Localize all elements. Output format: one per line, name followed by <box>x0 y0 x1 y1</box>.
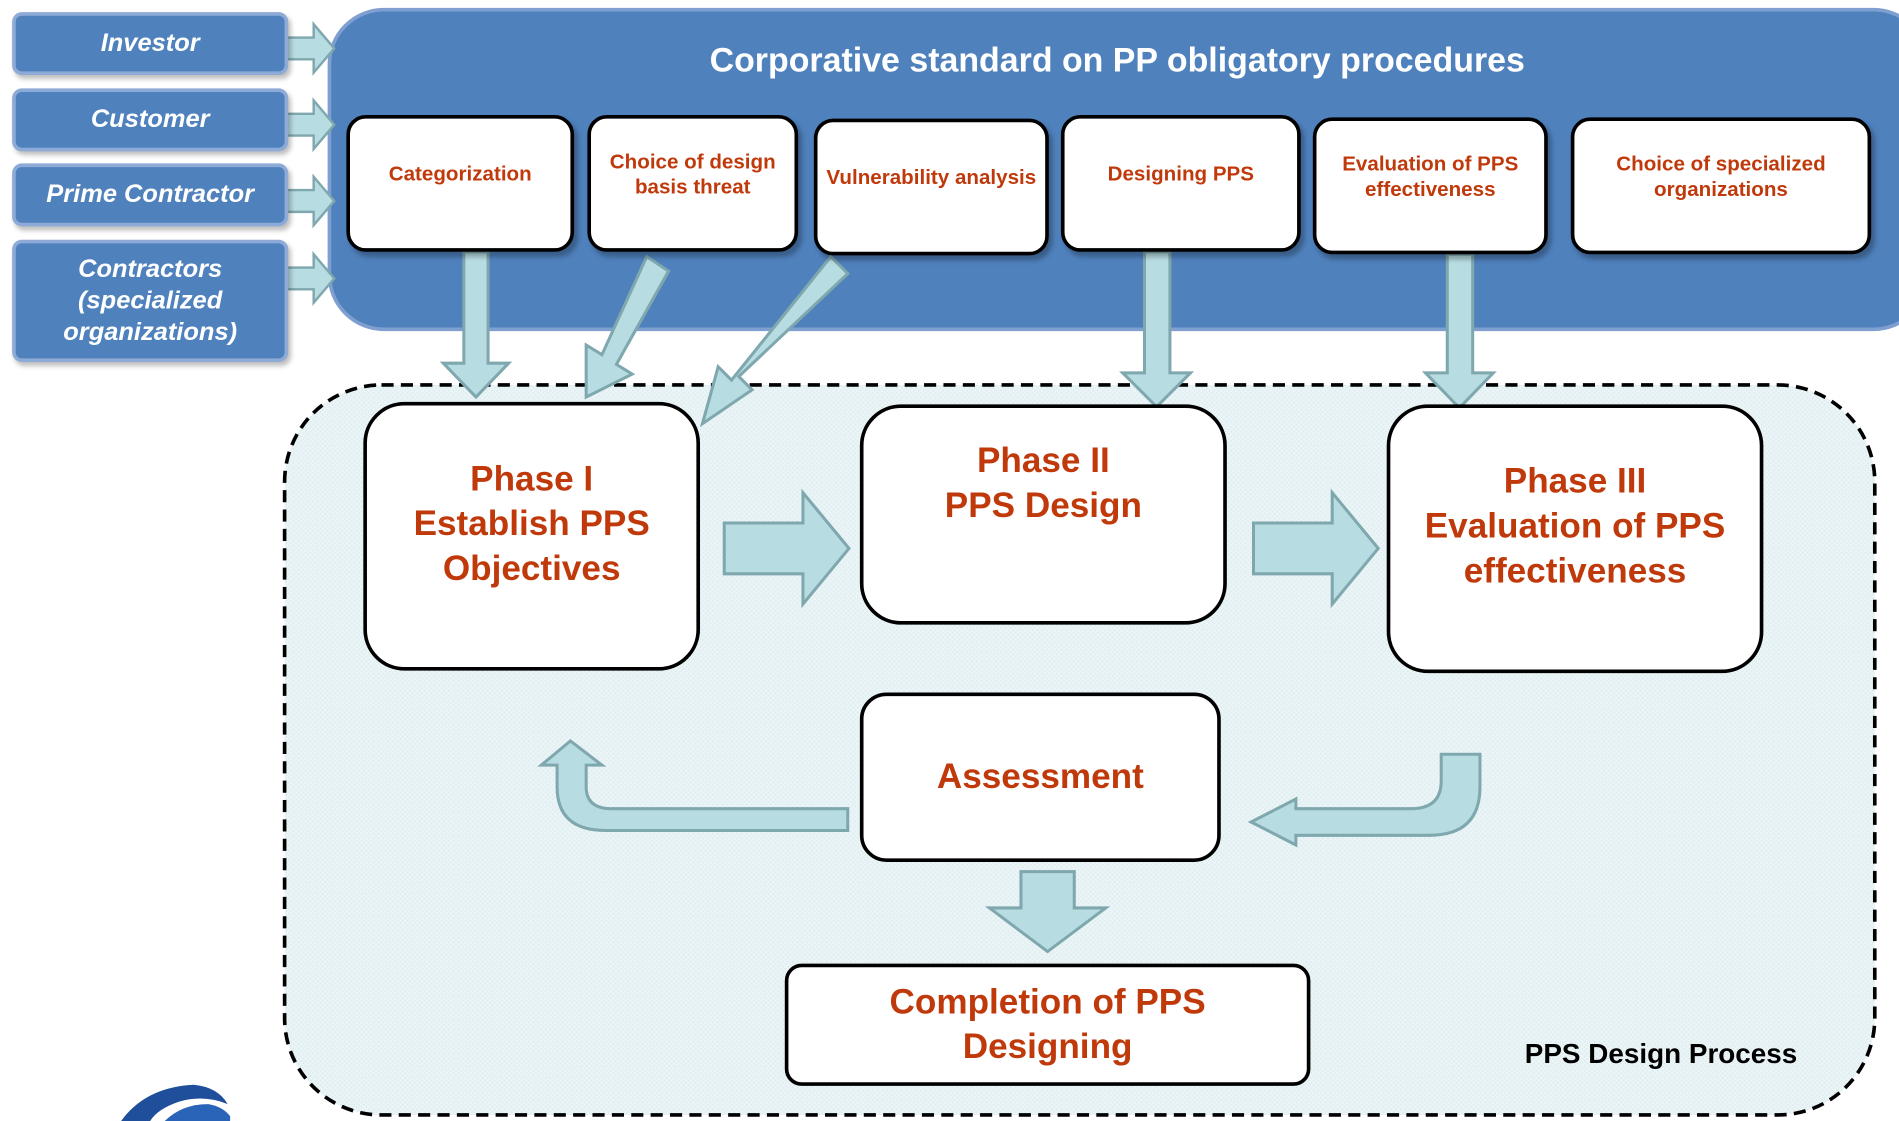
assessment-label: Assessment <box>936 757 1144 796</box>
stakeholder-arrow-customer <box>285 97 336 153</box>
stakeholder-prime-contractor: Prime Contractor <box>12 163 289 227</box>
procedure-designing-pps: Designing PPS <box>1060 115 1301 252</box>
arrow-designing-to-phase2 <box>1119 250 1195 409</box>
procedure-designing-pps-label: Designing PPS <box>1107 162 1255 186</box>
stakeholder-contractors: Contractors (specialized organizations) <box>12 239 289 362</box>
stakeholder-investor: Investor <box>12 12 289 76</box>
arrow-evaluation-to-phase3 <box>1421 252 1497 411</box>
procedure-evaluation-pps-label: Evaluation of PPS effectiveness <box>1342 151 1519 201</box>
procedure-vulnerability-analysis-label: Vulnerability analysis <box>826 165 1037 189</box>
completion-label: Completion of PPS Designing <box>889 982 1206 1066</box>
procedure-categorization-label: Categorization <box>388 162 532 186</box>
procedure-design-basis-threat-label: Choice of design basis threat <box>609 149 776 198</box>
pps-design-process-label: PPS Design Process <box>1524 1037 1798 1069</box>
phase-3-box: Phase III Evaluation of PPS effectivenes… <box>1386 404 1764 674</box>
stakeholder-arrow-investor <box>285 20 336 76</box>
arrow-assessment-to-phase1 <box>537 738 850 832</box>
procedure-design-basis-threat: Choice of design basis threat <box>587 115 799 252</box>
phase-2-label: Phase II PPS Design <box>944 441 1142 526</box>
arrow-phase3-to-assessment <box>1247 752 1482 848</box>
stakeholder-arrow-contractors <box>285 250 336 306</box>
stakeholder-customer: Customer <box>12 88 289 152</box>
arrow-assessment-to-completion <box>984 870 1111 954</box>
assessment-box: Assessment <box>859 692 1221 862</box>
phase-3-label: Phase III Evaluation of PPS effectivenes… <box>1424 461 1726 591</box>
arrow-categorization-to-phase1 <box>439 250 513 400</box>
stakeholder-customer-label: Customer <box>90 105 210 134</box>
procedure-categorization: Categorization <box>346 115 575 252</box>
phase-1-box: Phase I Establish PPS Objectives <box>363 401 701 671</box>
arrow-vulnerability-to-phase1 <box>699 254 850 428</box>
arrow-phase1-to-phase2 <box>722 488 851 609</box>
stakeholder-arrow-prime <box>285 173 336 229</box>
procedure-evaluation-pps: Evaluation of PPS effectiveness <box>1312 117 1548 255</box>
arrow-phase2-to-phase3 <box>1251 488 1381 609</box>
stakeholder-prime-contractor-label: Prime Contractor <box>46 180 255 209</box>
phase-2-box: Phase II PPS Design <box>859 404 1227 625</box>
procedure-vulnerability-analysis: Vulnerability analysis <box>813 118 1049 256</box>
phase-1-label: Phase I Establish PPS Objectives <box>413 459 650 588</box>
stakeholder-investor-label: Investor <box>100 29 200 57</box>
stakeholder-arrows <box>285 20 336 306</box>
completion-box: Completion of PPS Designing <box>784 963 1311 1086</box>
corporate-standard-title: Corporative standard on PP obligatory pr… <box>709 41 1525 79</box>
company-logo <box>121 1084 231 1121</box>
arrow-threat-to-phase1 <box>584 254 671 400</box>
procedure-specialized-organizations: Choice of specialized organizations <box>1570 117 1872 255</box>
stakeholder-contractors-label: Contractors (specialized organizations) <box>63 254 238 346</box>
procedure-specialized-organizations-label: Choice of specialized organizations <box>1616 151 1826 201</box>
